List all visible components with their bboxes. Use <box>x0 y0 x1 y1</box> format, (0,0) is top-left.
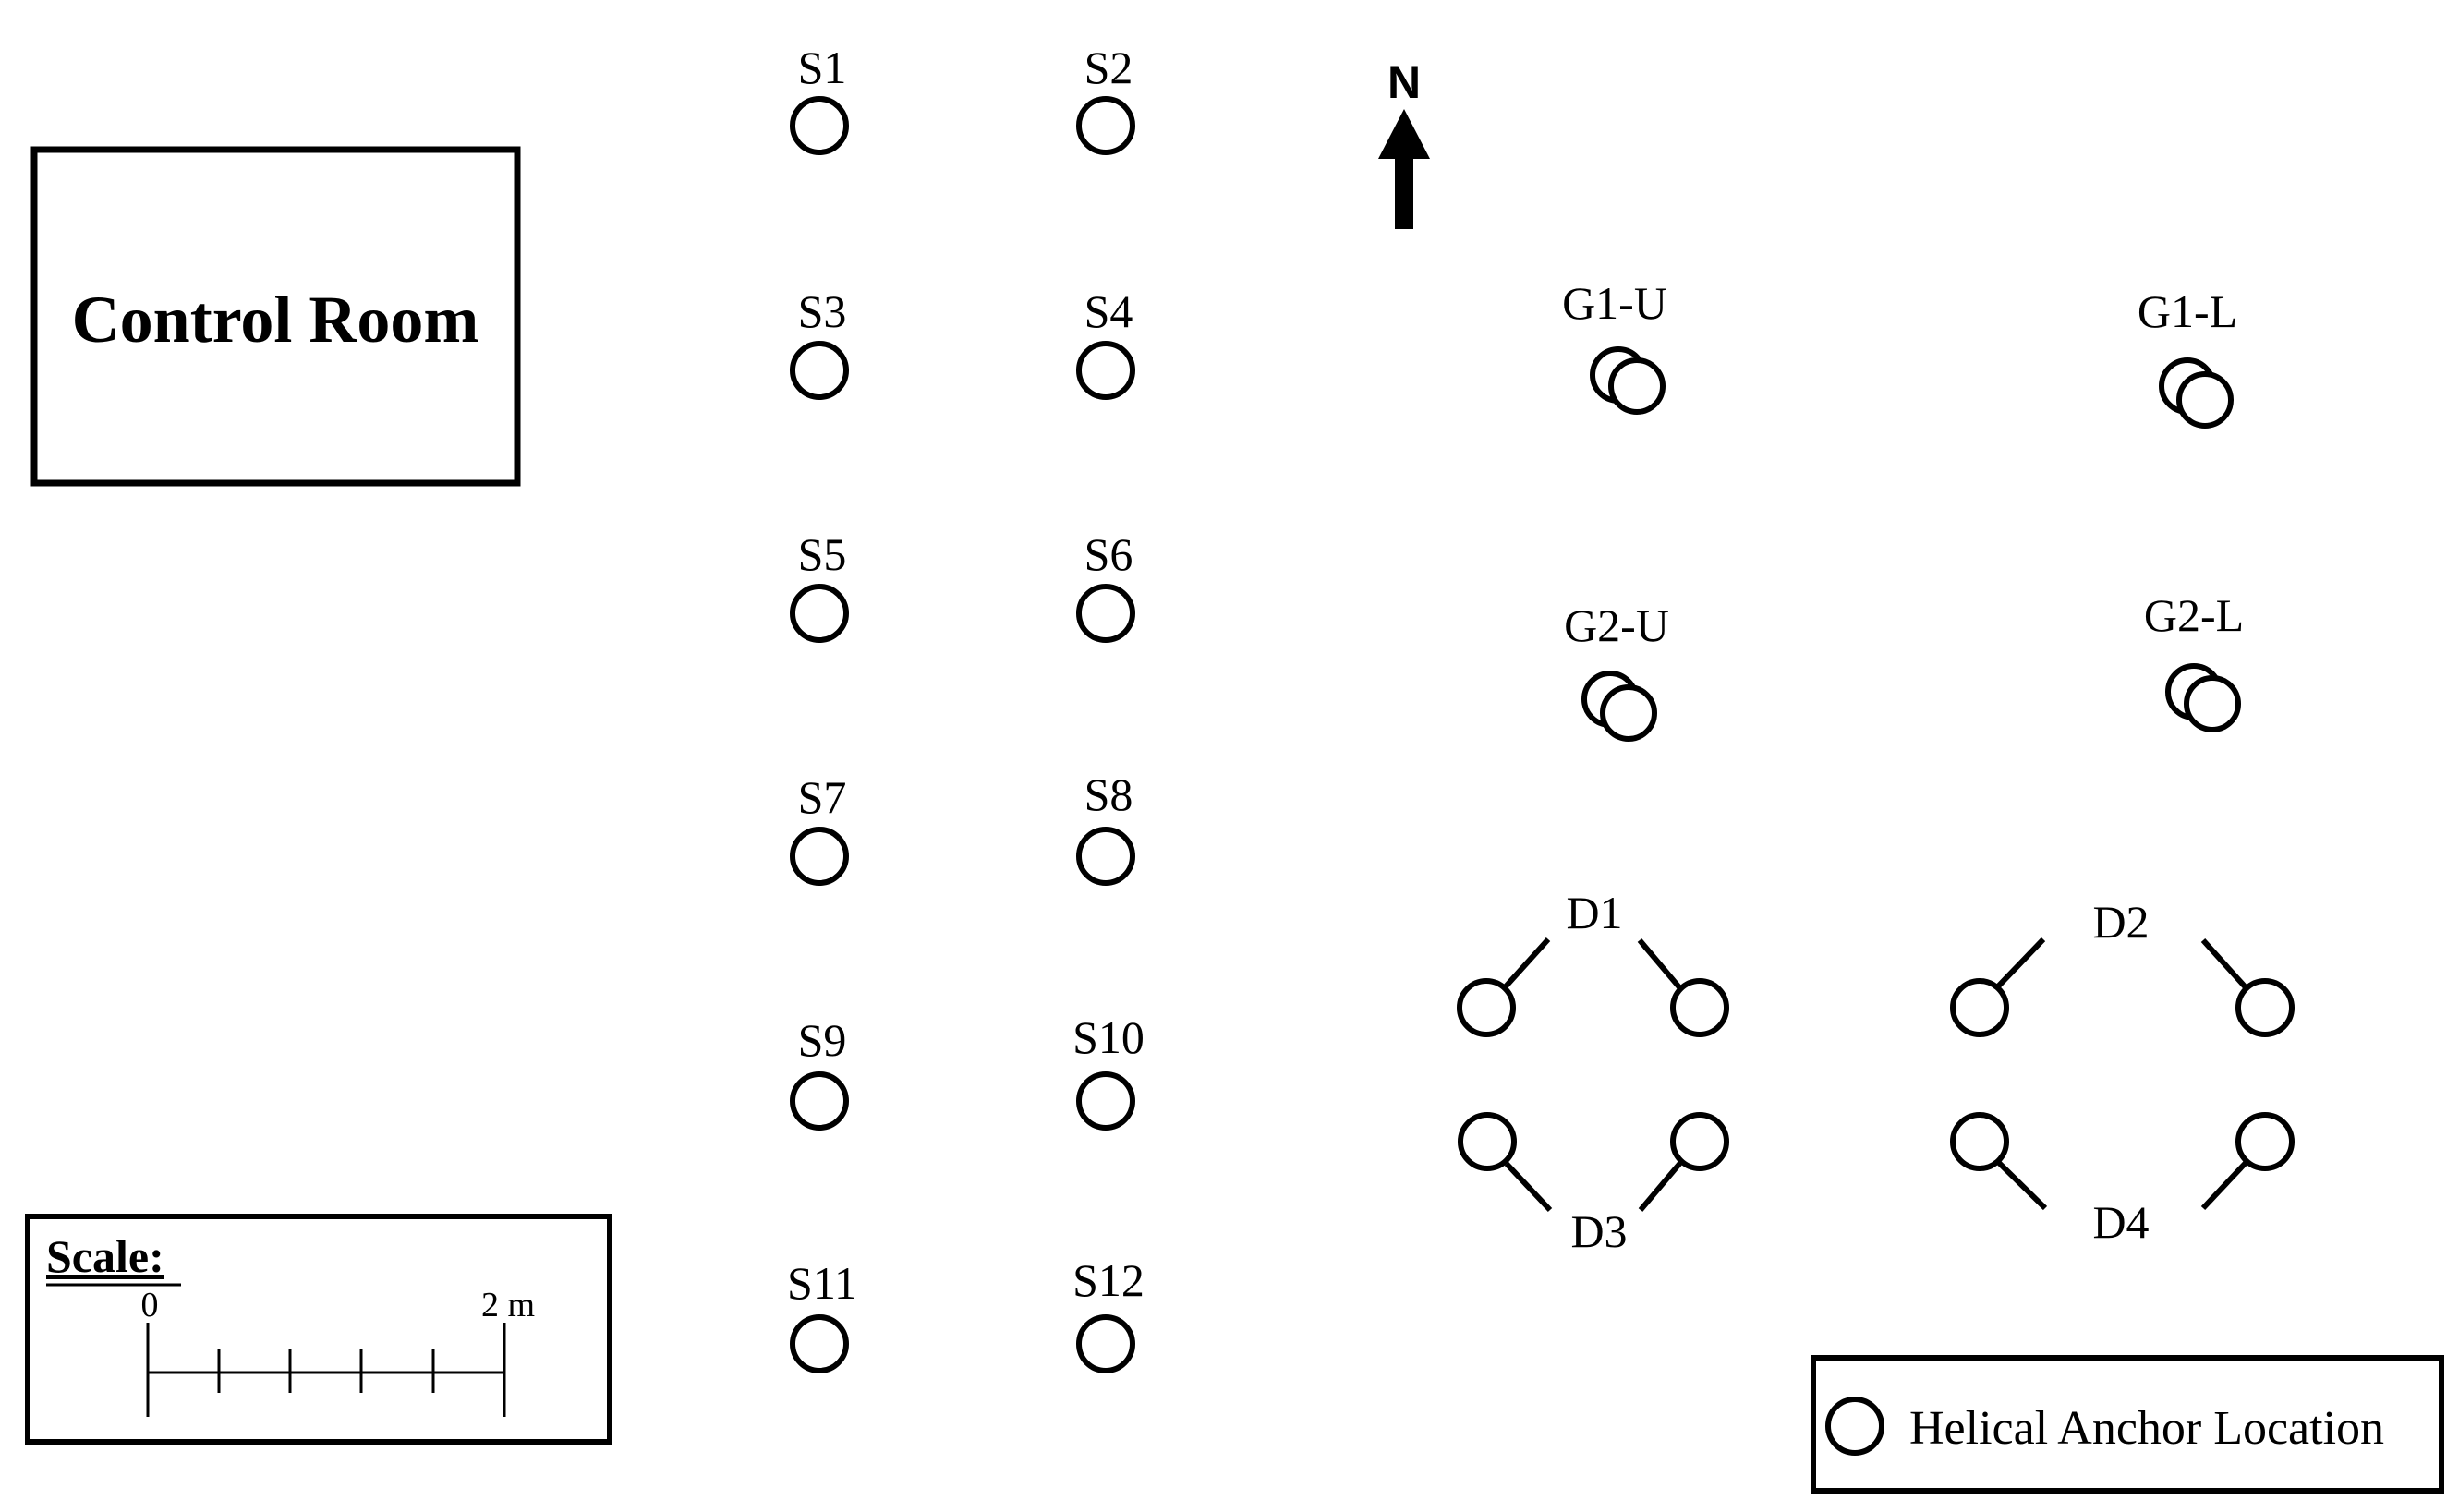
legend-label: Helical Anchor Location <box>1909 1402 2384 1455</box>
d-cluster-labels: D1 D2 D3 D4 <box>1566 887 2149 1257</box>
stem-d3-right <box>1638 1161 1683 1212</box>
label-s8: S8 <box>1084 768 1133 820</box>
label-s12: S12 <box>1072 1254 1145 1306</box>
stem-d4-right <box>2200 1160 2248 1211</box>
anchor-g1-u-b <box>1608 357 1666 415</box>
scale-frame <box>25 1214 612 1445</box>
group-g2-u <box>1581 671 1657 742</box>
anchor-s10 <box>1076 1071 1135 1131</box>
anchor-g2-u-b <box>1600 684 1657 742</box>
north-arrow-head <box>1378 109 1430 159</box>
anchor-s7 <box>790 827 849 886</box>
label-s4: S4 <box>1084 285 1133 337</box>
label-d4: D4 <box>2092 1196 2149 1248</box>
anchor-s1 <box>790 96 849 155</box>
scale-min-label: 0 <box>141 1286 159 1325</box>
anchor-d3-left <box>1458 1112 1517 1171</box>
anchor-s11 <box>790 1314 849 1373</box>
label-d3: D3 <box>1570 1205 1627 1257</box>
anchor-s6 <box>1076 584 1135 643</box>
anchor-d1-left <box>1457 978 1516 1037</box>
d-clusters <box>1457 937 2295 1213</box>
control-room-box <box>30 146 521 487</box>
stem-d1-right <box>1637 938 1682 989</box>
north-arrow-shaft <box>1395 157 1413 229</box>
g-group-labels: G1-U G1-L G2-U G2-L <box>1562 277 2244 651</box>
anchor-s9 <box>790 1071 849 1131</box>
anchor-d4-left <box>1950 1112 2009 1171</box>
scale-max-label: 2 m <box>481 1286 535 1325</box>
label-g2-u: G2-U <box>1564 599 1669 651</box>
label-d1: D1 <box>1566 887 1622 938</box>
group-g2-l <box>2165 663 2241 732</box>
anchor-g2-l-b <box>2184 675 2241 732</box>
stem-d3-left <box>1504 1161 1553 1213</box>
anchor-d2-right <box>2235 978 2295 1037</box>
control-room: Control Room <box>30 146 521 487</box>
label-s9: S9 <box>798 1014 847 1066</box>
cluster-d1 <box>1457 937 1729 1037</box>
anchor-s5 <box>790 584 849 643</box>
anchor-s3 <box>790 341 849 400</box>
stem-d2-left <box>1995 937 2046 989</box>
scale-title: Scale: <box>46 1230 164 1282</box>
s-anchor-labels: S1 S2 S3 S4 S5 S6 S7 S8 S9 S10 S11 S12 <box>787 42 1145 1309</box>
s-anchors <box>790 96 1135 1373</box>
label-s6: S6 <box>1084 528 1133 580</box>
label-s5: S5 <box>798 528 847 580</box>
label-g2-l: G2-L <box>2144 589 2244 641</box>
north-label: N <box>1387 56 1421 108</box>
anchor-d3-right <box>1670 1112 1729 1171</box>
legend-box: Helical Anchor Location <box>1811 1355 2444 1494</box>
anchor-d1-right <box>1670 978 1729 1037</box>
stem-d4-left <box>1996 1160 2048 1211</box>
anchor-s4 <box>1076 341 1135 400</box>
label-s1: S1 <box>798 42 847 93</box>
cluster-d4 <box>1950 1112 2295 1211</box>
label-s3: S3 <box>798 285 847 337</box>
stem-d1-left <box>1503 937 1551 989</box>
scale-box: Scale: 0 2 m <box>25 1214 612 1445</box>
control-room-label: Control Room <box>72 283 479 357</box>
label-s10: S10 <box>1072 1011 1145 1063</box>
anchor-d2-left <box>1950 978 2009 1037</box>
g-groups <box>1581 346 2241 742</box>
anchor-g1-l-b <box>2176 371 2234 429</box>
legend-frame <box>1811 1355 2444 1494</box>
group-g1-l <box>2159 357 2234 429</box>
group-g1-u <box>1590 346 1666 415</box>
north-arrow: N <box>1378 56 1430 229</box>
label-g1-l: G1-L <box>2138 285 2237 337</box>
label-s11: S11 <box>787 1257 857 1309</box>
anchor-s12 <box>1076 1314 1135 1373</box>
anchor-s2 <box>1076 96 1135 155</box>
label-d2: D2 <box>2092 896 2149 948</box>
label-s2: S2 <box>1084 42 1133 93</box>
cluster-d2 <box>1950 937 2295 1037</box>
label-s7: S7 <box>798 771 847 823</box>
anchor-d4-right <box>2235 1112 2295 1171</box>
anchor-s8 <box>1076 827 1135 886</box>
stem-d2-right <box>2200 937 2248 990</box>
legend-anchor-icon <box>1825 1397 1884 1456</box>
label-g1-u: G1-U <box>1562 277 1667 329</box>
scale-bar <box>146 1323 506 1417</box>
cluster-d3 <box>1458 1112 1729 1213</box>
